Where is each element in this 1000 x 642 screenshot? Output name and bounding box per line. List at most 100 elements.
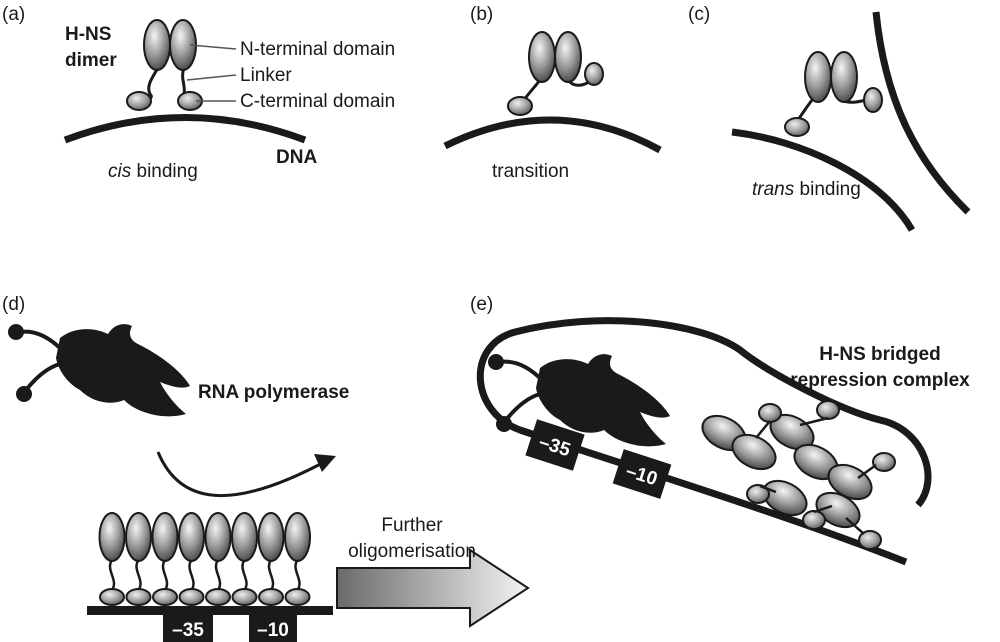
hns-bridged-cluster [701,400,896,550]
promoter-label-10-d: –10 [257,620,289,641]
c-terminal-domain-d [284,588,311,606]
n-terminal-domain-a-left [143,19,171,71]
n-terminal-domain-e [731,433,777,471]
trans-binding-word: binding [794,179,861,200]
n-terminal-domain-b-right [554,31,582,83]
leader-linker [186,74,237,81]
c-terminal-domain-b-free [584,62,604,86]
c-terminal-domain-e [758,403,782,423]
further-label: Further [381,515,443,536]
bridged-complex-label-line1: H-NS bridged [819,344,940,365]
n-terminal-domain-d [98,512,126,562]
c-terminal-domain-e [872,452,896,472]
cis-binding-word: binding [131,161,198,182]
panel-b: transition [443,31,662,182]
dna-strand-b [443,116,662,154]
promoter-label-35-d: –35 [172,620,204,641]
c-terminal-domain-c-lower [784,117,810,137]
c-terminal-domain-b-bound [507,96,533,116]
promoter-box-35-d [163,612,213,642]
panel-label-c: (c) [688,4,710,25]
oligomerisation-label: oligomerisation [348,541,476,562]
c-terminal-domain-d [125,588,152,606]
cis-binding-label: cis binding [108,161,198,182]
trans-binding-label: trans binding [752,179,861,200]
oligomerisation-arrow [336,548,530,628]
n-terminal-domain-d [151,512,179,562]
c-terminal-domain-d [178,588,205,606]
c-terminal-domain-e [746,484,770,504]
n-terminal-domain-d [125,512,152,562]
linker-d [214,559,222,591]
linker-d [161,559,169,591]
trans-word: trans [752,179,795,200]
linker-label: Linker [240,65,292,86]
linker-d [267,559,275,591]
linker-d [108,559,116,591]
dna-label: DNA [276,147,317,168]
linker-d [294,559,301,591]
dna-strand-a [63,114,307,144]
c-terminal-domain-c-upper [863,87,883,113]
panel-label-d: (d) [2,294,25,315]
linker-d [135,559,142,591]
n-terminal-domain-d [284,512,311,562]
c-terminal-domain-d [231,588,258,606]
rna-polymerase-icon-e [486,352,672,449]
n-terminal-domain-c-right [830,51,858,103]
panel-c: trans binding [731,11,971,232]
transition-label: transition [492,161,569,182]
linker-e [845,517,865,535]
bridged-complex-label-line2: repression complex [790,370,970,391]
c-terminal-domain-a-left [126,91,152,111]
panel-label-e: (e) [470,294,493,315]
c-terminal-domain-e [816,400,840,420]
hns-dimer-label-line2: dimer [65,50,117,71]
panel-a: H-NS dimer N-terminal domain Linker C-te… [63,19,395,182]
n-terminal-domain-e [815,491,861,529]
dna-strand-c-upper [872,11,971,215]
n-terminal-domain-c-left [804,51,832,103]
linker-d [188,559,195,591]
hns-dimer-label-line1: H-NS [65,24,111,45]
n-terminal-label: N-terminal domain [240,39,395,60]
c-terminal-domain-e [802,510,826,530]
linker-e [857,463,877,480]
n-terminal-domain-d [204,512,232,562]
c-terminal-label: C-terminal domain [240,91,395,112]
promoter-box-10-e [612,449,672,499]
linker-e [759,484,777,494]
dna-strand-c-lower [731,128,916,232]
linker-b-left [522,79,542,101]
promoter-box-10-d [249,612,297,642]
c-terminal-domain-d [152,588,178,606]
dissociation-arrow [156,451,329,498]
linker-e [755,420,771,439]
dna-strand-d [87,606,333,615]
panel-e: H-NS bridged repression complex –35 –10 [476,317,970,566]
n-terminal-domain-b-left [528,31,556,83]
c-terminal-domain-d [99,588,125,606]
n-terminal-domain-d [231,512,258,562]
n-terminal-domain-d [257,512,285,562]
linker-e [799,416,829,427]
linker-c-left [796,99,814,121]
rna-polymerase-label: RNA polymerase [198,382,349,403]
promoter-box-35-e [525,419,585,471]
leader-n-terminal [189,44,237,50]
linker-e [813,504,833,514]
panel-label-a: (a) [2,4,25,25]
dissociation-arrow-head [314,454,336,472]
c-terminal-domain-e [858,530,882,550]
cis-word: cis [108,161,132,182]
c-terminal-domain-d [205,588,231,606]
n-terminal-domain-d [178,512,205,562]
rna-polymerase-icon [6,322,192,419]
panel-label-b: (b) [470,4,493,25]
linker-d [241,559,248,591]
panel-d: RNA polymerase –35 –10 Further oligomeri… [6,322,530,642]
hns-oligomer-d [98,512,311,606]
c-terminal-domain-d [258,588,284,606]
